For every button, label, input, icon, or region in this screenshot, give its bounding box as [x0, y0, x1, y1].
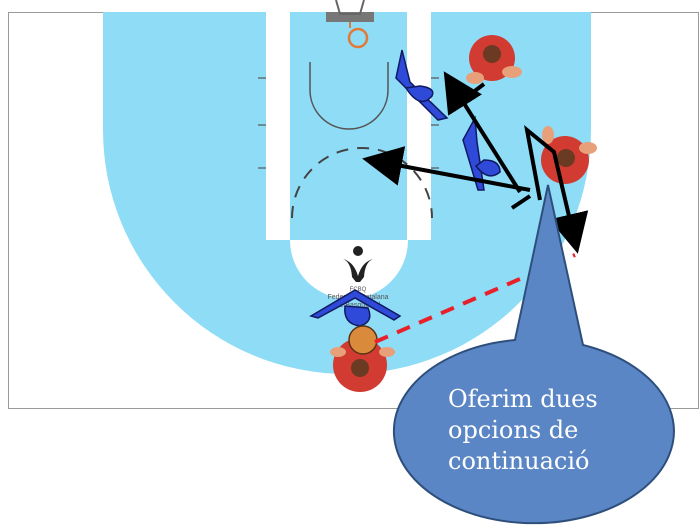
restricted-arc — [309, 62, 389, 130]
arrow-to-lane — [362, 146, 531, 192]
callout-line-1: Oferim dues — [448, 385, 598, 413]
logo-name-2: de Basquetbol — [336, 302, 381, 309]
defender-top — [395, 49, 449, 121]
lane-ticks — [258, 77, 439, 169]
screen-bar-1 — [466, 82, 486, 98]
logo-short: FCBQ — [350, 287, 367, 293]
hoop — [347, 27, 369, 49]
callout-line-2: opcions de — [448, 416, 579, 444]
lane-inside — [290, 12, 407, 240]
arrow-to-top — [443, 71, 522, 194]
basket — [326, 0, 374, 49]
arrow-zigzag — [524, 125, 589, 254]
callout-bubble — [392, 184, 675, 525]
callout-line-3: continuació — [448, 447, 590, 475]
defender-wing — [462, 115, 501, 191]
attacker-ball — [330, 325, 395, 392]
callout-text: Oferim dues opcions de continuació — [448, 384, 658, 477]
screen-bar-2 — [510, 194, 532, 210]
basketball — [348, 325, 378, 355]
free-throw-dashed-arc — [291, 147, 433, 219]
attacker-wing — [541, 126, 597, 184]
free-throw-circle — [290, 240, 408, 299]
movement-arrows — [362, 71, 589, 254]
